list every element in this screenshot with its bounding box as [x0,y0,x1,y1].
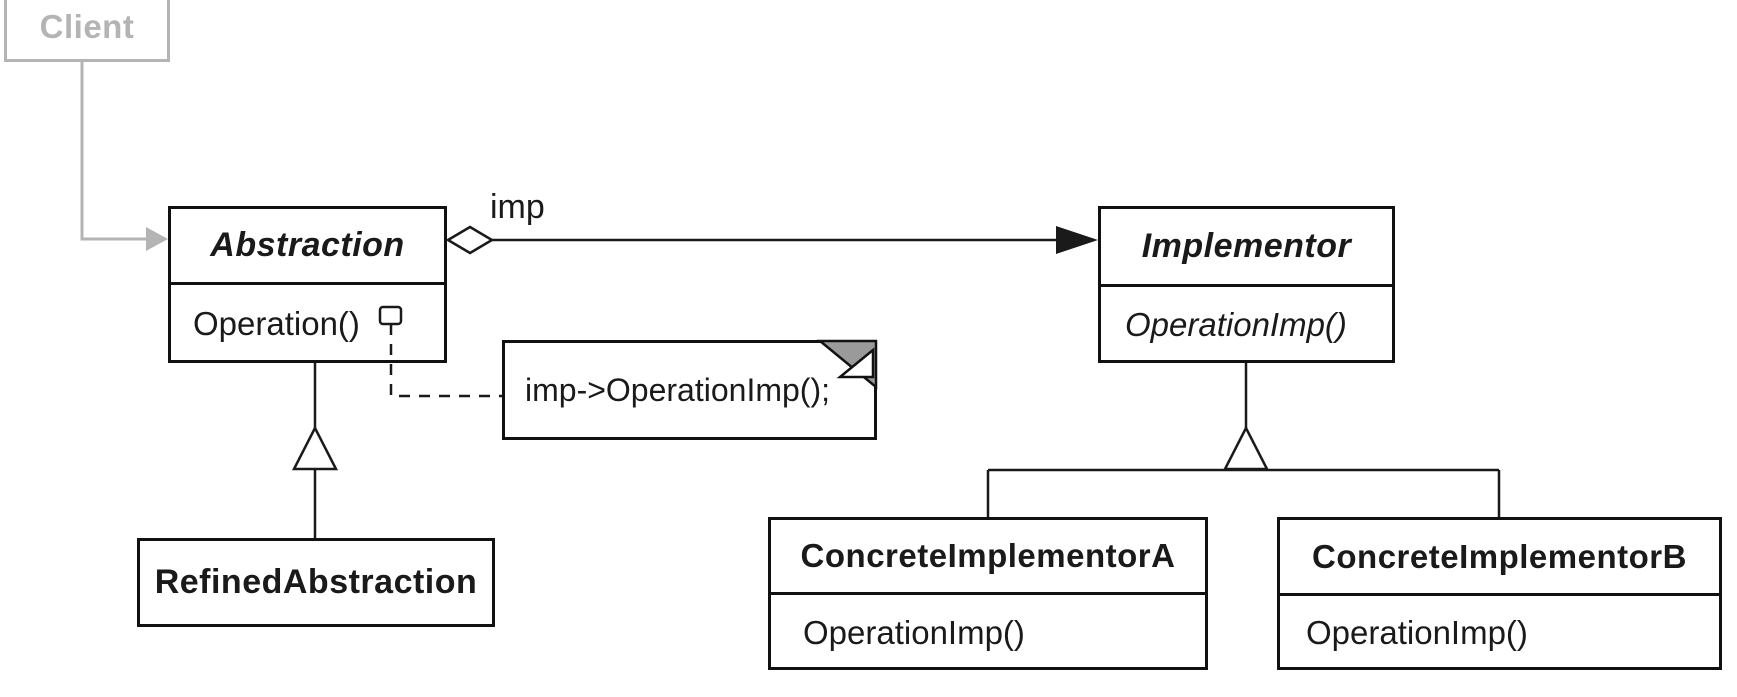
class-title-abstraction: Abstraction [210,226,405,264]
method-operationimp-a: OperationImp() [771,592,1205,670]
class-box-concrete-implementor-b: ConcreteImplementorB OperationImp() [1277,517,1722,670]
method-operationimp-b: OperationImp() [1280,593,1719,670]
class-box-concrete-implementor-a: ConcreteImplementorA OperationImp() [768,517,1208,670]
class-title-concrete-implementor-b: ConcreteImplementorB [1312,537,1687,575]
class-box-refined-abstraction: RefinedAbstraction [137,538,495,627]
aggregation-diamond-icon [445,225,495,255]
class-box-abstraction: Abstraction Operation() [168,206,447,363]
method-operation: Operation() [171,282,444,363]
inheritance-triangle-implementor-icon [1222,425,1270,471]
aggregation-arrowhead-icon [1056,226,1098,254]
class-box-client: Client [4,0,170,62]
class-title-concrete-implementor-a: ConcreteImplementorA [800,537,1176,574]
client-arrowhead-icon [146,227,168,251]
inheritance-triangle-abstraction-icon [291,425,339,471]
aggregation-role-label: imp [490,188,545,226]
class-title-implementor: Implementor [1141,227,1352,265]
class-title-refined-abstraction: RefinedAbstraction [154,563,478,601]
class-box-implementor: Implementor OperationImp() [1098,206,1395,363]
method-operationimp-abstract: OperationImp() [1101,284,1392,363]
note-box: imp->OperationImp(); [502,340,877,440]
class-title-client: Client [39,8,135,45]
client-association-line [80,62,150,241]
note-text: imp->OperationImp(); [525,371,830,408]
